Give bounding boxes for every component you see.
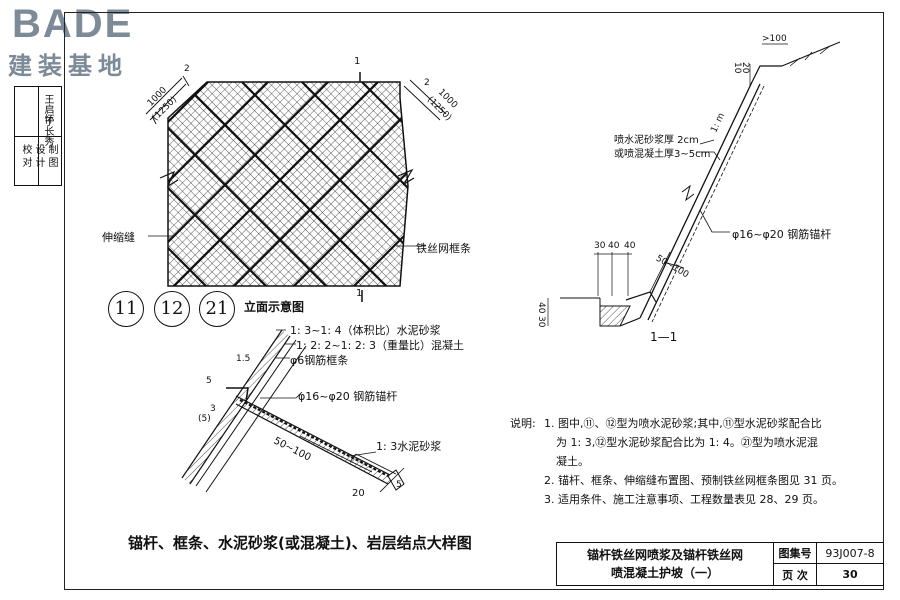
elevation-dim-left-gap: 2 xyxy=(184,64,190,74)
type-code-12: 12 xyxy=(154,291,190,327)
notes-line-3: 凝土。 xyxy=(556,455,589,468)
signature-label-draw: 制 图 xyxy=(46,144,57,168)
detail-dim-1-5: 1.5 xyxy=(236,354,251,364)
logo-name: 建装基地 xyxy=(8,52,128,80)
section-dim-30: 30 xyxy=(594,241,606,251)
section-dim-20: 20 xyxy=(740,62,750,74)
detail-callout-frame-bar: φ6钢筋框条 xyxy=(290,354,349,367)
section-dim-10: 10 xyxy=(732,62,742,74)
notes-line-5: 3. 适用条件、施工注意事项、工程数量表见 28、29 页。 xyxy=(544,493,824,506)
signature-divider-v xyxy=(38,86,39,186)
section-note-line2: 或喷混凝土厚3~5cm xyxy=(614,149,711,160)
title-block-title: 锚杆铁丝网喷浆及锚杆铁丝网 喷混凝土护坡（一） xyxy=(556,542,774,586)
notes-line-2: 为 1: 3,⑫型水泥砂浆配合比为 1: 4。㉑型为喷水泥混 xyxy=(556,436,818,449)
section-caption: 1—1 xyxy=(650,330,678,344)
signature-label-check: 校 对 xyxy=(20,144,31,168)
signature-name-2: 于长秀 xyxy=(42,116,53,146)
section-dim-40: 40 xyxy=(608,241,620,251)
title-block-page-label: 页 次 xyxy=(773,563,817,586)
detail-dim-5b: 5 xyxy=(396,480,402,490)
detail-anchor-label: φ16~φ20 钢筋锚杆 xyxy=(298,390,398,403)
title-block-atlas-value: 93J007-8 xyxy=(816,542,884,564)
type-code-21: 21 xyxy=(199,291,235,327)
elevation-mesh-panel xyxy=(145,72,447,302)
title-block-page-value: 30 xyxy=(816,563,884,586)
notes-prefix: 说明: xyxy=(510,417,536,430)
signature-label-design: 设 计 xyxy=(33,144,44,168)
notes-line-4: 2. 锚杆、框条、伸缩缝布置图、预制铁丝网框条图见 31 页。 xyxy=(544,474,843,487)
detail-dim-5a: 5 xyxy=(206,376,212,386)
detail-caption: 锚杆、框条、水泥砂浆(或混凝土)、岩层结点大样图 xyxy=(128,534,472,552)
section-note-line1: 喷水泥砂浆厚 2cm xyxy=(614,135,699,146)
elevation-label-frame: 铁丝网框条 xyxy=(416,242,471,255)
section-top-dim: >100 xyxy=(762,34,787,44)
elevation-caption: 立面示意图 xyxy=(244,300,305,314)
detail-callout-mortar: 1: 3~1: 4（体积比）水泥砂浆 xyxy=(290,324,441,337)
section-1-1-drawing xyxy=(547,41,841,327)
elevation-dim-right-gap: 2 xyxy=(424,78,430,88)
detail-dim-20: 20 xyxy=(352,488,365,499)
section-dim-left-40: 40 xyxy=(536,302,546,314)
logo-brand: BADE xyxy=(12,2,134,46)
detail-mortar-label: 1: 3水泥砂浆 xyxy=(376,440,442,453)
elevation-section-mark-top: 1 xyxy=(354,56,361,67)
detail-node-drawing xyxy=(181,329,405,493)
title-line-2: 喷混凝土护坡（一） xyxy=(610,566,719,580)
title-line-1: 锚杆铁丝网喷浆及锚杆铁丝网 xyxy=(586,548,743,562)
detail-dim-5-paren: (5) xyxy=(198,414,211,424)
section-dim-40b: 40 xyxy=(624,241,636,251)
section-dim-left-30: 30 xyxy=(536,316,546,328)
elevation-label-joint: 伸缩缝 xyxy=(102,231,135,244)
title-block-atlas-label: 图集号 xyxy=(773,542,817,564)
notes-line-1: 1. 图中,⑪、⑫型为喷水泥砂浆;其中,⑪型水泥砂浆配合比 xyxy=(544,417,822,430)
signature-name-1: 王启怀 xyxy=(42,94,53,124)
type-code-11: 11 xyxy=(108,291,144,327)
elevation-section-mark-bottom: 1 xyxy=(356,288,363,299)
detail-callout-concrete: 1: 2: 2~1: 2: 3（重量比）混凝土 xyxy=(296,339,465,352)
section-anchor-note: φ16~φ20 钢筋锚杆 xyxy=(732,228,832,241)
drawing-frame xyxy=(64,12,884,590)
detail-dim-3: 3 xyxy=(210,404,216,414)
elevation-frame-bars xyxy=(168,82,408,286)
